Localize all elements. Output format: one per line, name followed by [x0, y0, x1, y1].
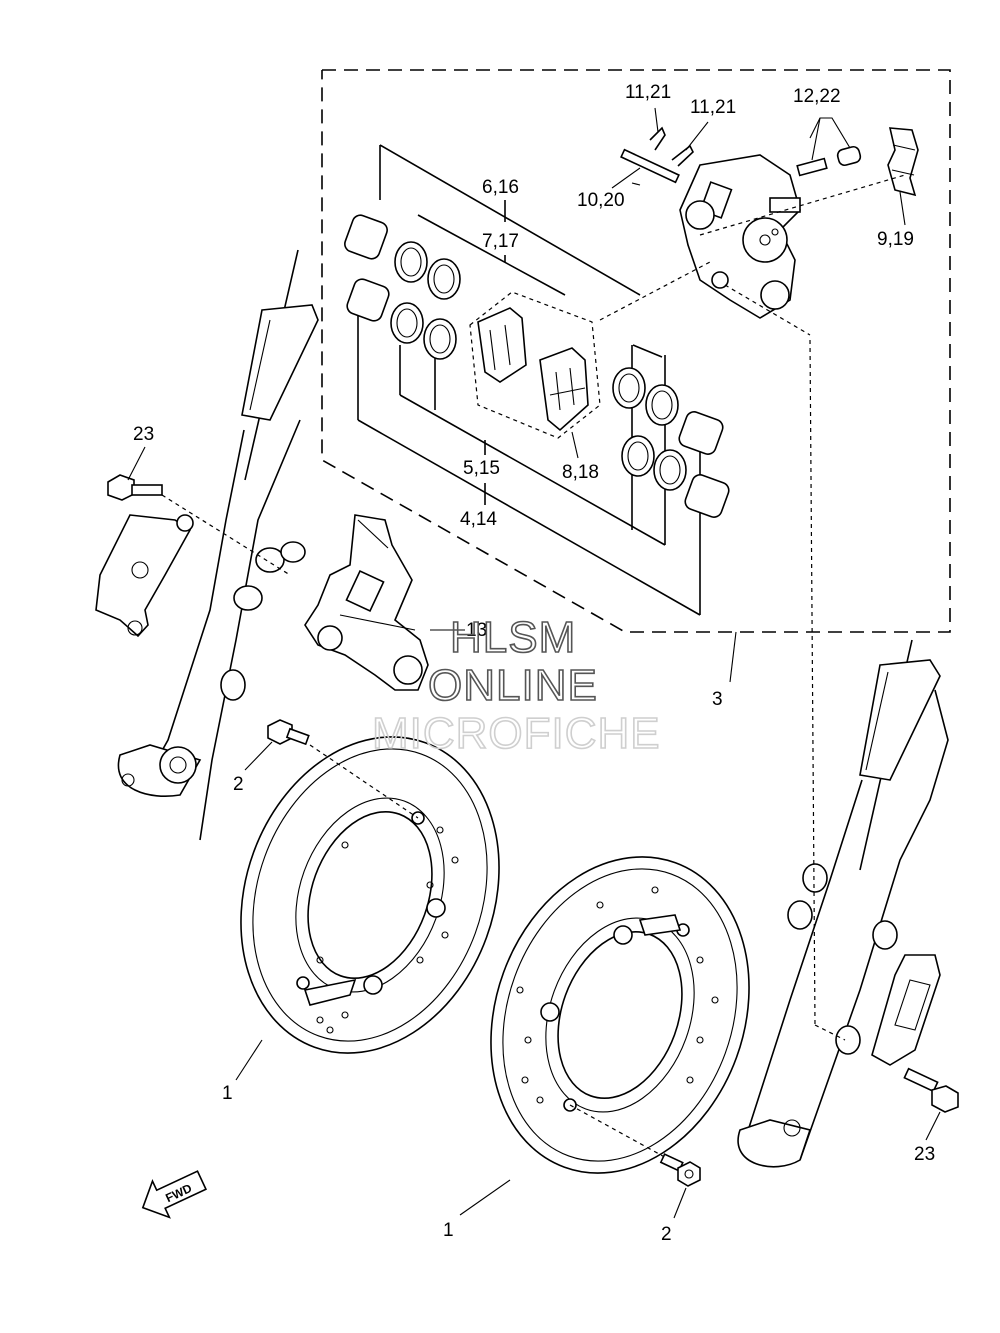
clip-11-21-b	[671, 144, 694, 167]
callout-12-22: 12,22	[793, 86, 841, 107]
clip-11-21-a	[649, 126, 666, 151]
brake-disc-right	[490, 856, 750, 1174]
callout-9-19: 9,19	[877, 229, 914, 250]
pin-10-20	[620, 148, 680, 186]
bolt-23-right	[903, 1067, 959, 1113]
brake-pads	[469, 291, 601, 439]
fork-reflector	[871, 954, 941, 1066]
callout-labels: 11,21 11,21 12,22 6,16 7,17 10,20 9,19 2…	[133, 82, 935, 1245]
pad-spring-9-19	[887, 127, 919, 197]
bolt-2-left	[267, 719, 419, 819]
callout-2-right: 2	[661, 1224, 672, 1245]
right-fork-leg	[737, 339, 949, 1168]
watermark-line-1: HLSM	[450, 613, 576, 662]
watermark-line-2: ONLINE	[428, 661, 598, 710]
watermark-line-3: MICROFICHE	[372, 709, 661, 758]
callout-10-20: 10,20	[577, 190, 625, 211]
left-caliper	[304, 514, 429, 691]
seal-kit-group-lines	[357, 144, 701, 616]
callout-3: 3	[712, 689, 723, 710]
assembly-guide-lines	[599, 174, 906, 336]
brake-disc-left	[240, 736, 500, 1054]
callout-7-17: 7,17	[482, 231, 519, 252]
callout-2-left: 2	[233, 774, 244, 795]
callout-1-left: 1	[222, 1083, 233, 1104]
left-fork-leg	[117, 249, 319, 841]
bleed-screw-12-22	[796, 145, 862, 177]
caliper-assembly-boundary	[321, 69, 951, 633]
piston-seals	[344, 214, 730, 518]
callout-6-16: 6,16	[482, 177, 519, 198]
watermark: HLSM ONLINE MICROFICHE	[371, 612, 661, 759]
callout-leader-lines	[127, 107, 941, 1219]
callout-23-right: 23	[914, 1144, 935, 1165]
callout-23-left: 23	[133, 424, 154, 445]
bolt-23-left	[107, 474, 291, 576]
callout-13: 13	[466, 620, 487, 641]
bolt-2-right	[569, 1104, 701, 1187]
callout-11-21-a: 11,21	[625, 82, 671, 103]
callout-11-21-b: 11,21	[690, 97, 736, 118]
left-caliper-bracket	[95, 514, 194, 638]
callout-1-right: 1	[443, 1220, 454, 1241]
callout-4-14: 4,14	[460, 509, 497, 530]
callout-8-18: 8,18	[562, 462, 599, 483]
forward-arrow-icon: FWD	[141, 1170, 208, 1219]
callout-5-15: 5,15	[463, 458, 500, 479]
right-caliper	[679, 154, 801, 319]
